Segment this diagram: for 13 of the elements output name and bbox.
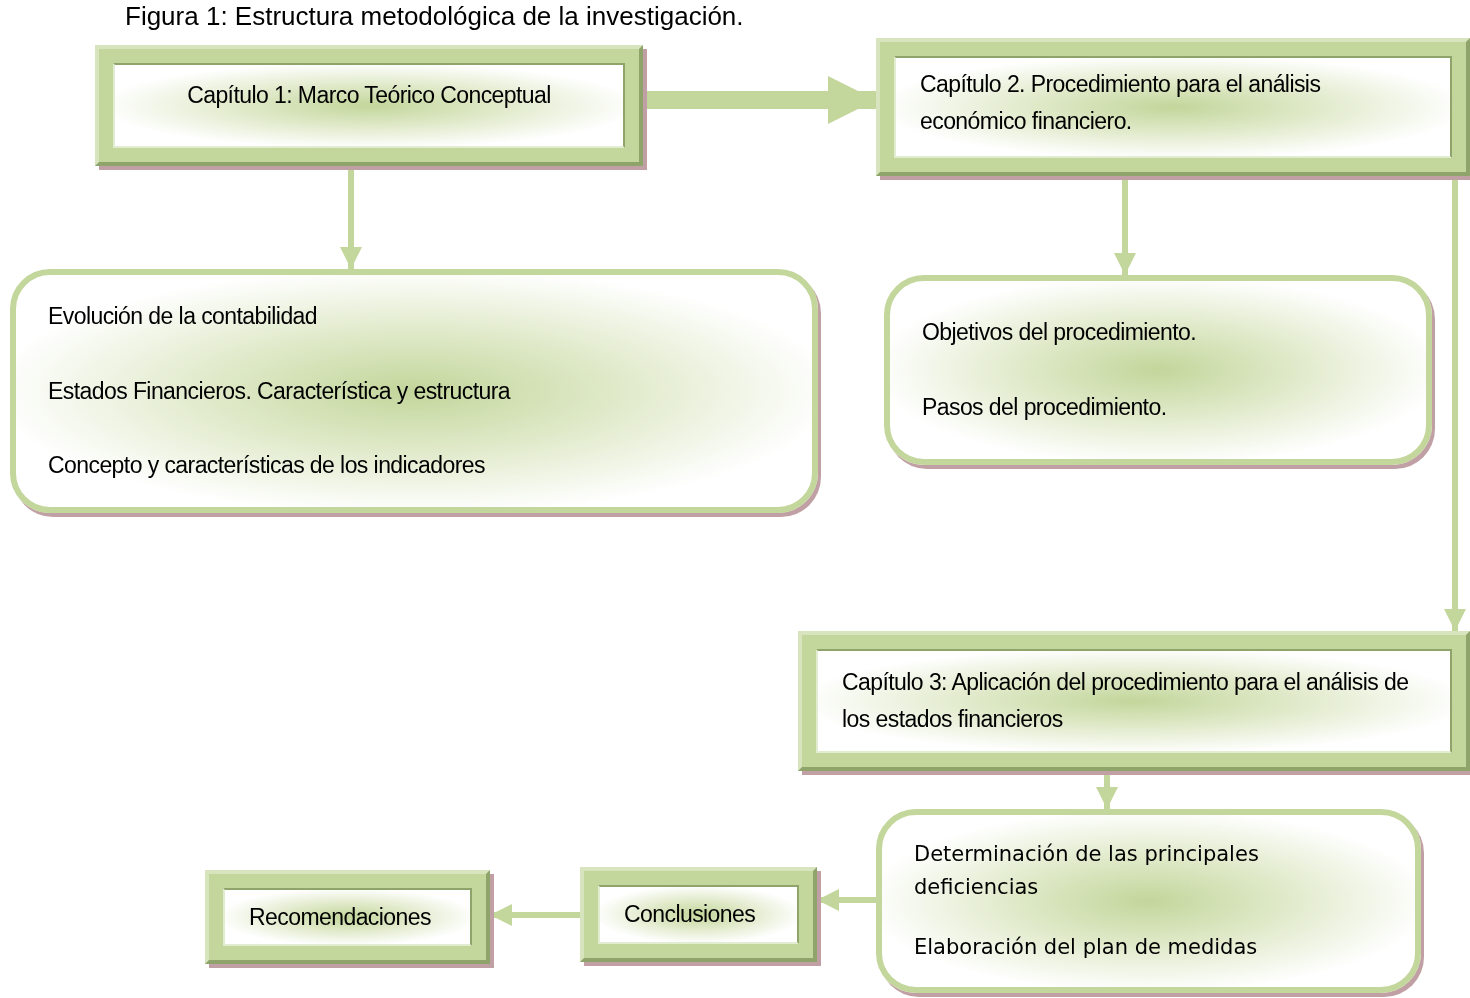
node-text: Pasos del procedimiento. — [922, 393, 1168, 422]
node-text: Determinación de las principales deficiencias — [914, 840, 1260, 902]
node-text: Elaboración del plan de medidas — [914, 933, 1259, 961]
node-text: Objetivos del procedimiento. — [922, 318, 1198, 348]
figure-title: Figura 1: Estructura metodológica de la investigación. — [125, 0, 744, 32]
node-text: Capítulo 1: Marco Teórico Conceptual — [187, 81, 551, 110]
node-text: Capítulo 2. Procedimiento para el análisis económico financiero. — [920, 70, 1322, 136]
node-text: Conclusiones — [624, 900, 757, 930]
node-text: Capítulo 3: Aplicación del procedimiento para el análisis de los estados financieros — [842, 668, 1410, 734]
node-text: Estados Financieros. Característica y estructura — [48, 376, 512, 406]
node-text: Evolución de la contabilidad — [48, 301, 319, 331]
node-text: Recomendaciones — [249, 902, 432, 932]
node-text: Concepto y características de los indicadores — [48, 451, 486, 481]
